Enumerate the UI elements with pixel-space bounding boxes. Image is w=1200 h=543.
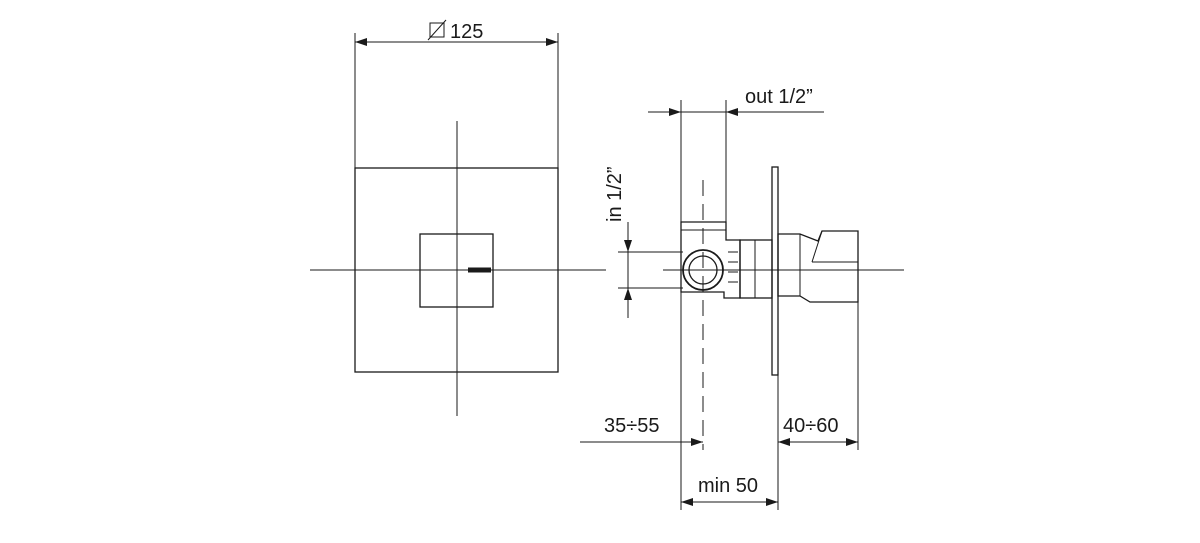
side-elbow-connector	[680, 221, 741, 299]
side-wall-plate	[771, 166, 779, 376]
depth-right-label: 40÷60	[783, 415, 838, 437]
front-view: 125	[310, 19, 606, 416]
side-handle	[777, 230, 859, 303]
square-symbol-icon	[427, 19, 447, 41]
width-label: 125	[450, 21, 483, 43]
outlet-label: out 1/2”	[745, 86, 813, 108]
side-valve-body	[739, 239, 773, 299]
depth-left-label: 35÷55	[604, 415, 659, 437]
side-view: out 1/2” in 1/2” 35÷55 40÷60 min 50	[580, 86, 904, 510]
inlet-label: in 1/2”	[604, 166, 626, 222]
min-depth-label: min 50	[698, 475, 758, 497]
